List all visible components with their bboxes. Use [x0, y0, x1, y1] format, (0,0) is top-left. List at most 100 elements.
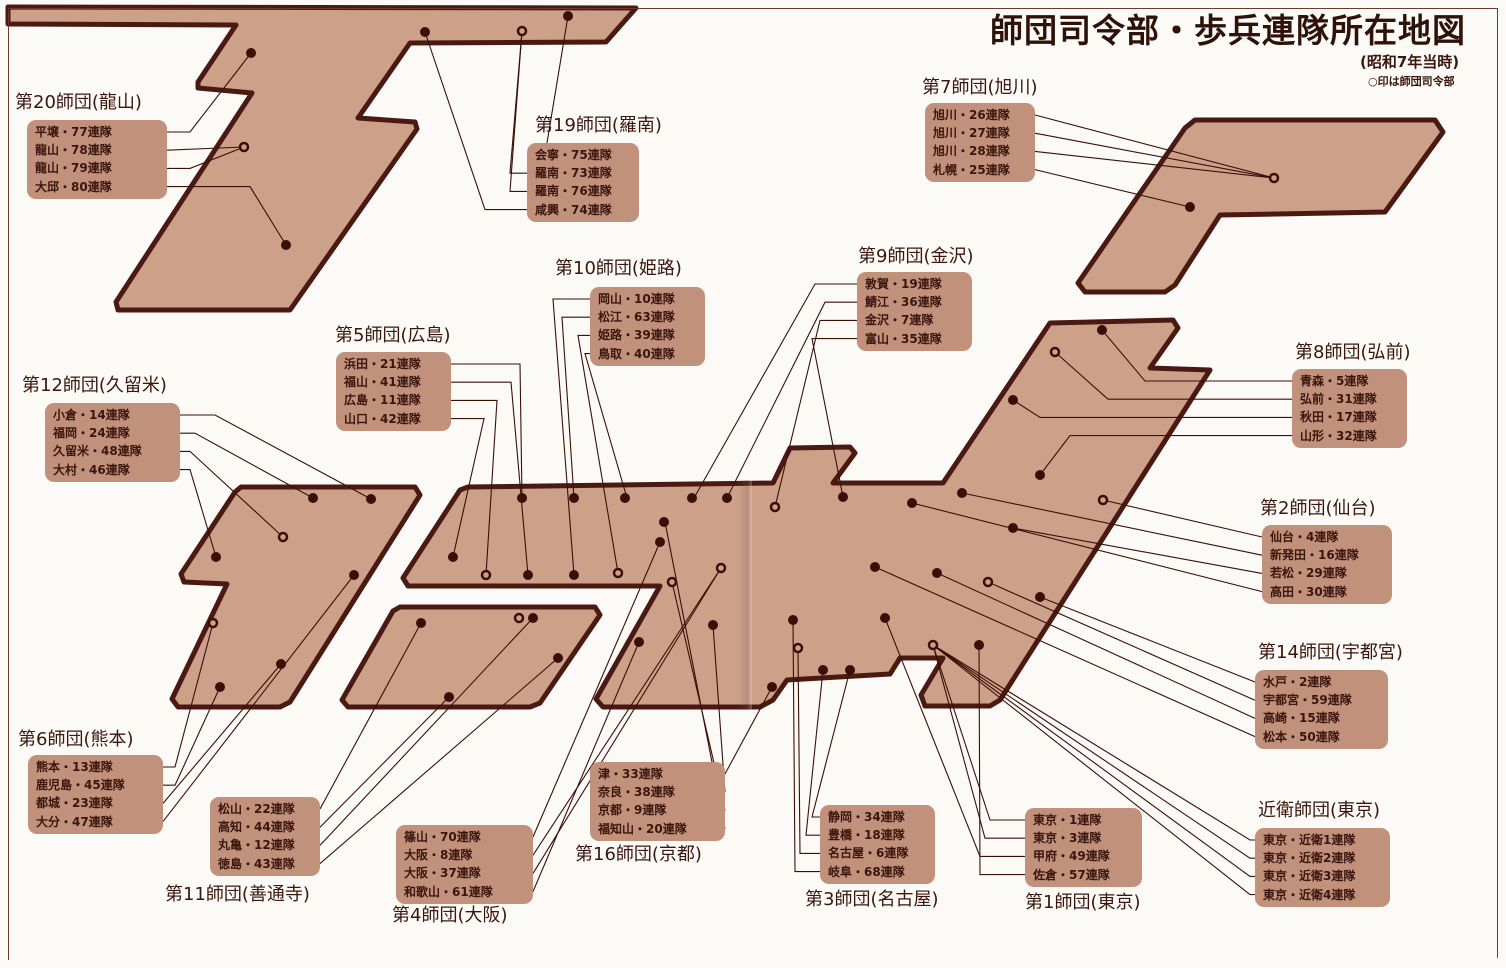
leader-line — [1012, 399, 1292, 418]
leader-line — [166, 146, 245, 151]
leader-line — [532, 567, 722, 856]
leader-line — [451, 381, 529, 576]
regiment-item: 札幌・25連隊 — [933, 162, 1010, 177]
leader-line — [811, 338, 857, 498]
regiment-item: 東京・近衛1連隊 — [1263, 833, 1356, 847]
regiment-list: 水戸・2連隊宇都宮・59連隊高崎・15連隊松本・50連隊 — [1255, 670, 1388, 749]
hq-marker — [1268, 172, 1280, 184]
division-title: 第3師団(名古屋) — [805, 889, 939, 910]
leader-line — [1034, 114, 1275, 179]
leader-line — [180, 450, 284, 538]
leader-line — [874, 566, 1256, 738]
regiment-item: 鯖江・36連隊 — [865, 295, 942, 310]
hq-marker — [927, 639, 939, 651]
regiment-item: 会寧・75連隊 — [535, 148, 612, 162]
regiment-list: 敦賀・19連隊鯖江・36連隊金沢・7連隊富山・35連隊 — [857, 272, 972, 351]
regiment-item: 青森・5連隊 — [1300, 374, 1369, 388]
regiment-marker — [838, 492, 848, 502]
regiment-marker — [974, 640, 984, 650]
regiment-marker — [659, 517, 669, 527]
regiment-item: 都城・23連隊 — [36, 796, 113, 811]
regiment-list: 浜田・21連隊福山・41連隊広島・11連隊山口・42連隊 — [336, 352, 451, 431]
regiment-marker — [1185, 202, 1195, 212]
leader-line — [726, 301, 857, 499]
leader-line — [936, 572, 1256, 719]
leader-line — [577, 334, 619, 574]
leader-line — [162, 574, 355, 822]
division-title: 第7師団(旭川) — [922, 77, 1038, 98]
leader-line — [932, 644, 1255, 859]
regiment-item: 秋田・17連隊 — [1300, 410, 1377, 425]
regiment-item: 岐阜・68連隊 — [828, 864, 905, 879]
regiment-list: 東京・1連隊東京・3連隊甲府・49連隊佐倉・57連隊 — [1025, 808, 1142, 887]
regiment-item: 松江・63連隊 — [598, 310, 675, 325]
regiment-item: 平壌・77連隊 — [35, 125, 112, 139]
division-title: 第11師団(善通寺) — [165, 884, 310, 905]
leader-line — [584, 353, 628, 499]
division-title: 第6師団(熊本) — [18, 729, 134, 750]
landmass-korea — [5, 4, 639, 313]
regiment-item: 佐倉・57連隊 — [1033, 867, 1110, 882]
leader-line — [1102, 499, 1263, 538]
hq-marker — [769, 501, 781, 513]
leader-line — [319, 622, 422, 810]
leader-line — [911, 502, 1263, 593]
regiment-marker — [211, 552, 221, 562]
leader-line — [1039, 596, 1256, 683]
regiment-marker — [880, 613, 890, 623]
regiment-item: 新発田・16連隊 — [1270, 548, 1359, 563]
regiment-item: 豊橋・18連隊 — [828, 828, 905, 843]
leader-line — [163, 686, 221, 786]
division-title: 近衛師団(東京) — [1258, 800, 1381, 821]
division-title: 第8師団(弘前) — [1295, 342, 1411, 363]
division-title: 第2師団(仙台) — [1260, 498, 1376, 519]
regiment-list: 篠山・70連隊大阪・8連隊大阪・37連隊和歌山・61連隊 — [396, 825, 533, 904]
regiment-item: 大分・47連隊 — [36, 814, 113, 829]
division-title: 第16師団(京都) — [575, 844, 702, 865]
leader-line — [724, 686, 773, 775]
leader-line — [932, 644, 1025, 821]
map-subtitle: (昭和7年当時) — [1360, 53, 1460, 71]
hq-marker — [238, 141, 250, 153]
regiment-marker — [788, 615, 798, 625]
regiment-marker — [448, 552, 458, 562]
landmass-kyushu — [169, 484, 423, 710]
division-title: 第20師団(龍山) — [15, 92, 142, 113]
regiment-item: 甲府・49連隊 — [1033, 849, 1110, 864]
division-title: 第10師団(姫路) — [555, 258, 682, 279]
regiment-list: 静岡・34連隊豊橋・18連隊名古屋・6連隊岐阜・68連隊 — [820, 805, 935, 884]
hq-marker — [982, 576, 994, 588]
division-title: 第19師団(羅南) — [535, 115, 662, 136]
regiment-item: 羅南・73連隊 — [535, 166, 612, 181]
leader-line — [811, 669, 851, 818]
regiment-item: 松山・22連隊 — [218, 802, 295, 816]
leader-line — [180, 469, 217, 558]
regiment-item: 若松・29連隊 — [1270, 566, 1347, 581]
leader-line — [167, 52, 252, 133]
division-title: 第14師団(宇都宮) — [1258, 642, 1403, 663]
leader-line — [163, 622, 214, 768]
location-markers — [207, 11, 1280, 702]
leader-line — [561, 316, 590, 499]
leader-line — [932, 644, 1255, 896]
regiment-marker — [416, 618, 426, 628]
regiment-item: 東京・3連隊 — [1033, 831, 1102, 846]
regiment-marker — [1008, 395, 1018, 405]
regiment-item: 福知山・20連隊 — [598, 821, 687, 836]
hq-marker — [792, 642, 804, 654]
regiment-marker — [687, 493, 697, 503]
regiment-list: 津・33連隊奈良・38連隊京都・9連隊福知山・20連隊 — [590, 762, 725, 841]
regiment-marker — [281, 240, 291, 250]
regiment-item: 高崎・15連隊 — [1263, 711, 1340, 726]
leader-line — [932, 644, 1255, 841]
regiment-item: 熊本・13連隊 — [36, 760, 113, 774]
regiment-item: 弘前・31連隊 — [1300, 392, 1377, 407]
regiment-item: 大邱・80連隊 — [35, 179, 112, 194]
leader-line — [552, 298, 590, 576]
regiment-list: 熊本・13連隊鹿児島・45連隊都城・23連隊大分・47連隊 — [28, 755, 163, 834]
regiment-item: 咸興・74連隊 — [535, 202, 612, 217]
leader-line — [774, 319, 857, 508]
hq-marker — [516, 25, 528, 37]
leader-line — [451, 363, 523, 499]
leader-line — [451, 418, 485, 558]
